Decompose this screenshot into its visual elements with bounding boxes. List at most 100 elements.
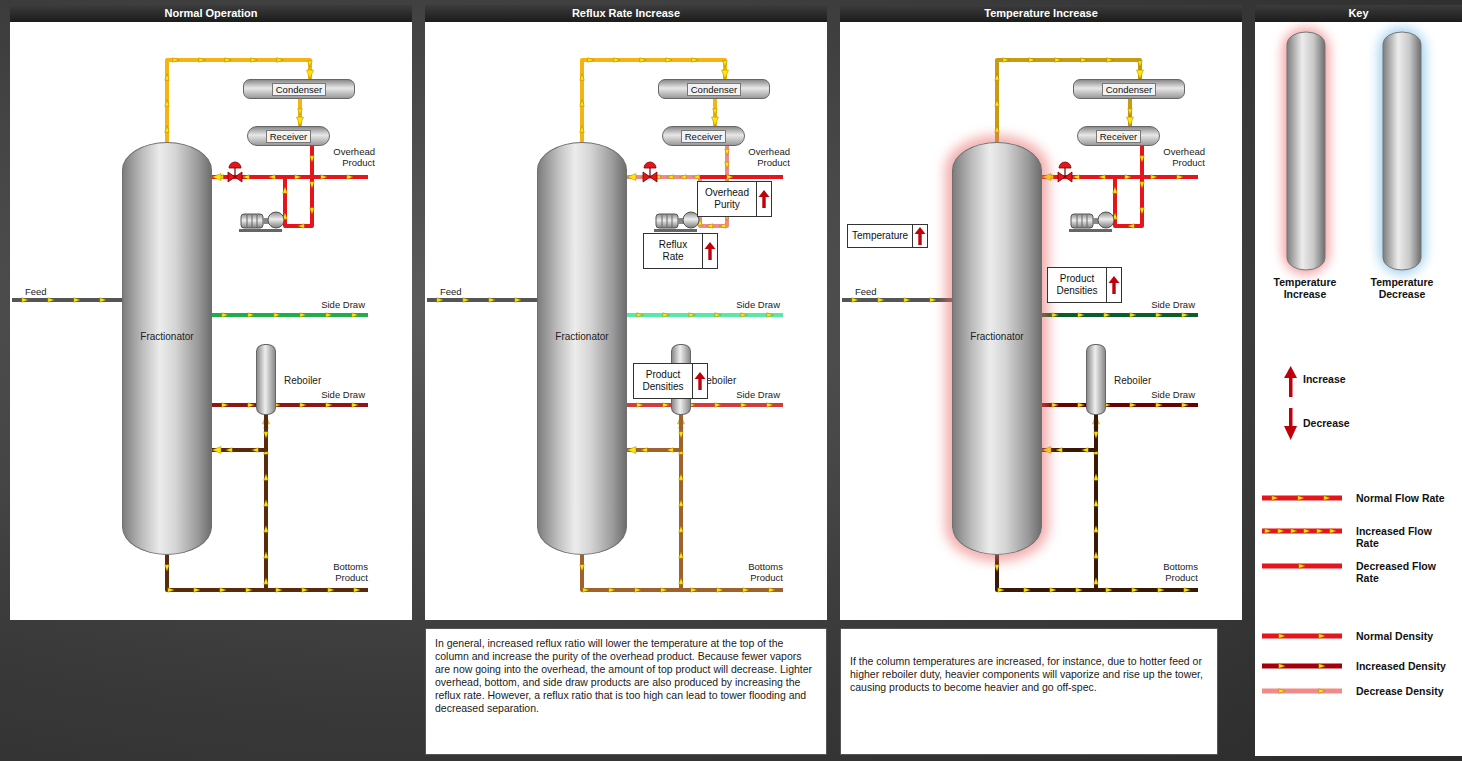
equipment-label: Condenser — [687, 83, 741, 96]
note-text: If the column temperatures are increased… — [850, 655, 1208, 694]
flow-marker — [767, 313, 773, 318]
equipment-label: Reboiler — [1114, 375, 1151, 387]
arrow-head — [307, 70, 314, 79]
increase-arrow — [1108, 275, 1120, 295]
pump-and-valve — [228, 162, 284, 232]
flow-marker — [515, 298, 521, 303]
process-pipe — [681, 588, 783, 592]
flow-marker — [663, 313, 669, 318]
equipment-label: Condenser — [1102, 83, 1156, 96]
process-pipe — [266, 588, 368, 592]
flow-marker — [725, 162, 730, 168]
arrow-head — [627, 174, 636, 181]
key-panel: KeyTemperature IncreaseTemperature Decre… — [1255, 5, 1462, 756]
flow-marker — [1324, 496, 1330, 501]
callout-text: Overhead Purity — [698, 182, 756, 216]
fractionator-column: Fractionator — [952, 142, 1042, 555]
legend-text: Temperature Decrease — [1362, 276, 1442, 300]
arrow-head — [1109, 276, 1120, 283]
flow-marker — [1128, 109, 1133, 115]
flow-marker — [1156, 403, 1162, 408]
flow-marker — [1082, 448, 1088, 453]
flow-marker — [165, 74, 170, 80]
arrow-head — [705, 242, 716, 249]
receiver-drum: Receiver — [662, 126, 745, 146]
flow-marker — [173, 58, 179, 63]
arrow-shaft — [762, 197, 765, 208]
callout-box: Reflux Rate — [643, 233, 718, 269]
flow-marker — [321, 175, 327, 180]
flow-marker — [226, 448, 232, 453]
flow-marker — [741, 313, 747, 318]
flow-marker — [1003, 58, 1009, 63]
flow-marker — [1298, 496, 1304, 501]
flow-marker — [264, 500, 269, 506]
flow-marker — [1094, 526, 1099, 532]
callout-text: Product Densities — [1048, 268, 1106, 302]
flow-marker — [727, 175, 733, 180]
flow-marker — [719, 224, 725, 229]
key-line — [1262, 529, 1342, 534]
flow-marker — [1151, 175, 1157, 180]
arrow-head — [1042, 174, 1051, 181]
flow-marker — [165, 100, 170, 106]
flow-marker — [1140, 182, 1145, 188]
flow-marker — [463, 298, 469, 303]
process-pipe — [1042, 313, 1198, 317]
flow-marker — [352, 313, 358, 318]
decrease-arrow — [1284, 426, 1297, 440]
reboiler-vessel: Reboiler — [1086, 344, 1106, 415]
column-label: Fractionator — [538, 331, 626, 343]
panel: Temperature IncreaseFractionatorCondense… — [840, 5, 1242, 620]
flow-marker — [679, 578, 684, 584]
flow-marker — [614, 58, 620, 63]
callout-text: Product Densities — [634, 364, 692, 398]
flow-marker — [1182, 313, 1188, 318]
process-pipe — [12, 298, 122, 302]
stream-label: Overhead Product — [1153, 146, 1205, 168]
flow-marker — [328, 588, 334, 593]
hot-glow — [1283, 28, 1329, 274]
flow-marker — [640, 58, 646, 63]
flow-marker — [580, 126, 585, 132]
flow-marker — [248, 403, 254, 408]
flow-marker — [741, 403, 747, 408]
equipment-label: Receiver — [266, 130, 312, 143]
flow-marker — [269, 175, 275, 180]
arrow-head — [627, 447, 636, 454]
key-line — [1262, 664, 1342, 669]
flow-marker — [310, 182, 315, 188]
stream-label: Overhead Product — [323, 146, 375, 168]
flow-marker — [1094, 432, 1099, 438]
flow-marker — [326, 403, 332, 408]
flow-marker — [1081, 58, 1087, 63]
flow-marker — [1099, 175, 1105, 180]
callout-text: Reflux Rate — [644, 234, 702, 268]
flow-marker — [1029, 58, 1035, 63]
flow-marker — [580, 74, 585, 80]
flow-marker — [1291, 529, 1297, 534]
stream-label: Bottoms Product — [723, 561, 783, 583]
flow-marker — [22, 298, 28, 303]
flow-marker — [298, 224, 304, 229]
flow-marker — [1299, 564, 1305, 569]
flow-marker — [489, 298, 495, 303]
flow-marker — [302, 588, 308, 593]
flow-marker — [1265, 529, 1271, 534]
key-marks — [1265, 496, 1336, 694]
flow-marker — [661, 588, 667, 593]
process-pipe — [700, 175, 783, 179]
flow-marker — [1138, 61, 1143, 67]
flow-marker — [264, 474, 269, 480]
callout-box: Temperature — [847, 224, 928, 248]
flow-marker — [1158, 588, 1164, 593]
process-pipe — [212, 313, 368, 317]
flow-marker — [276, 588, 282, 593]
flow-marker — [1094, 474, 1099, 480]
flow-marker — [667, 448, 673, 453]
flow-marker — [165, 126, 170, 132]
stream-label: Bottoms Product — [308, 561, 368, 583]
flow-marker — [1279, 664, 1285, 669]
flow-marker — [1272, 496, 1278, 501]
